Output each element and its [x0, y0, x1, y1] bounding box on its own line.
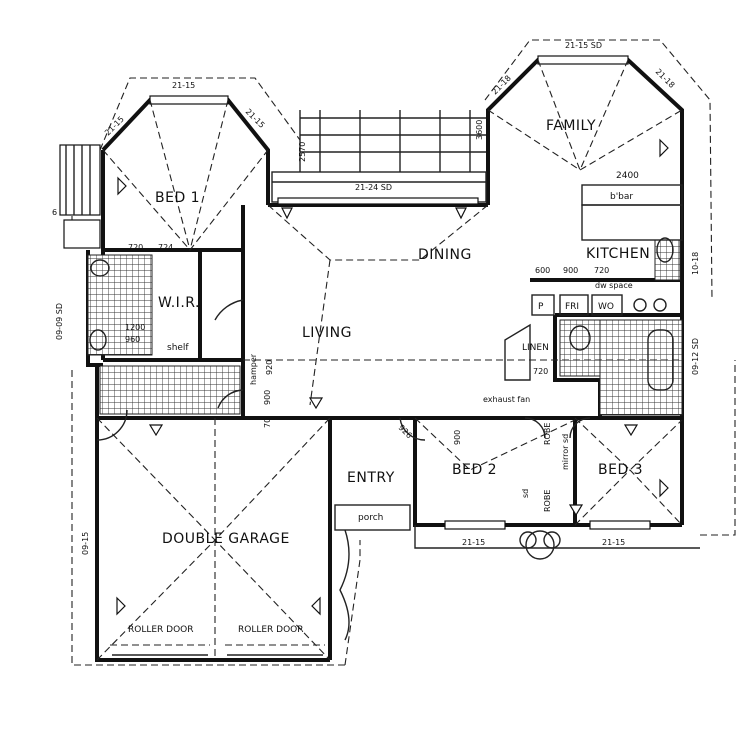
- dim-bed1-724: 724: [158, 243, 173, 252]
- hamper-label: hamper: [249, 353, 258, 385]
- porch-label: porch: [358, 513, 383, 523]
- room-label-entry: ENTRY: [347, 470, 395, 486]
- dim-garage-09-15: 09-15: [81, 532, 90, 555]
- room-label-bed2: BED 2: [452, 462, 497, 478]
- bbar-label: b'bar: [610, 192, 633, 202]
- room-label-garage: DOUBLE GARAGE: [162, 531, 290, 547]
- windows: [59, 55, 651, 530]
- dim-bed2-window: 21-15: [462, 538, 485, 547]
- room-label-bed3: BED 3: [598, 462, 643, 478]
- room-label-kitchen: KITCHEN: [586, 246, 650, 262]
- sd-label: sd: [521, 489, 530, 498]
- tiled-areas: [87, 239, 683, 416]
- room-label-dining: DINING: [418, 247, 472, 263]
- dim-hamper-920: 920: [265, 360, 274, 375]
- wo-label: WO: [598, 302, 614, 312]
- dim-ens-960: 960: [125, 335, 140, 344]
- dim-hall-900: 900: [263, 390, 272, 405]
- dim-hall-70: 70: [263, 418, 272, 428]
- pantry-label: P: [538, 302, 544, 312]
- room-label-living: LIVING: [302, 325, 352, 341]
- dim-bed3-window: 21-15: [602, 538, 625, 547]
- room-label-family: FAMILY: [546, 118, 596, 134]
- robe-left-label: ROBE: [543, 423, 552, 445]
- dim-bed1-left-diag: 21-15: [103, 115, 126, 138]
- dim-deck-width: 21-24 SD: [355, 183, 392, 192]
- dim-family-2400: 2400: [616, 171, 639, 181]
- shelf-label: shelf: [167, 343, 189, 353]
- kitchen-fixtures: [89, 184, 683, 391]
- room-label-bed1: BED 1: [155, 190, 200, 206]
- dim-kitchen-720: 720: [594, 266, 609, 275]
- dim-bed1-6: 6: [52, 208, 57, 217]
- entry-porch: [334, 504, 700, 641]
- dim-bath-09-12: 09-12 SD: [691, 338, 700, 375]
- robe-right-label: ROBE: [543, 490, 552, 512]
- roller-door-left-label: ROLLER DOOR: [128, 625, 194, 635]
- mirror-sd-label: mirror sd: [561, 434, 570, 470]
- roof-lines: [96, 59, 683, 661]
- dim-bed2-926: 926: [397, 423, 414, 440]
- dim-deck-2570: 2570: [298, 142, 307, 162]
- door-swings: [96, 299, 591, 441]
- room-label-linen: LINEN: [522, 343, 549, 353]
- dim-kitchen-10-18: 10-18: [691, 252, 700, 275]
- dim-bed1-top: 21-15: [172, 81, 195, 90]
- dim-linen-720: 720: [533, 367, 548, 376]
- dim-deck-3600: 3600: [475, 120, 484, 140]
- dim-bed2-900: 900: [453, 430, 462, 445]
- exhaust-fan-label: exhaust fan: [483, 395, 530, 404]
- dim-ens-09-09: 09-09 SD: [55, 303, 64, 340]
- dim-ens-1200: 1200: [125, 323, 145, 332]
- fridge-label: FRI: [565, 302, 579, 312]
- dim-kitchen-900: 900: [563, 266, 578, 275]
- roller-doors: [110, 644, 325, 656]
- roller-door-right-label: ROLLER DOOR: [238, 625, 304, 635]
- dim-bed1-720: 720: [128, 243, 143, 252]
- dim-family-left-diag: 21-18: [490, 74, 513, 97]
- room-label-wir: W.I.R.: [158, 295, 200, 311]
- dim-family-top: 21-15 SD: [565, 41, 602, 50]
- section-markers: [116, 138, 669, 616]
- dw-space-label: dw space: [595, 281, 633, 290]
- dim-kitchen-600: 600: [535, 266, 550, 275]
